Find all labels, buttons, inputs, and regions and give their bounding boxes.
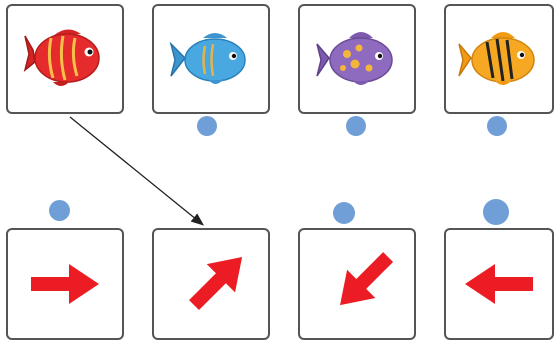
arrow-right-icon xyxy=(25,254,105,314)
fish-card-1[interactable] xyxy=(6,4,124,114)
fish-card-3[interactable] xyxy=(298,4,416,114)
orange-striped-fish-icon xyxy=(457,24,541,94)
fish-4-dot[interactable] xyxy=(487,116,507,136)
arrow-card-2[interactable] xyxy=(152,228,270,340)
red-striped-fish-icon xyxy=(23,24,107,94)
fish-card-4[interactable] xyxy=(444,4,554,114)
connector-line-fish1-arrow2 xyxy=(69,116,205,226)
purple-spotted-fish-icon xyxy=(315,24,399,94)
arrow-1-dot[interactable] xyxy=(49,200,70,221)
arrow-down-left-icon xyxy=(317,244,397,324)
arrow-card-1[interactable] xyxy=(6,228,124,340)
arrow-card-3[interactable] xyxy=(298,228,416,340)
arrow-4-dot[interactable] xyxy=(483,199,509,225)
fish-card-2[interactable] xyxy=(152,4,270,114)
arrow-up-right-icon xyxy=(171,244,251,324)
fish-2-dot[interactable] xyxy=(197,116,217,136)
arrow-left-icon xyxy=(459,254,539,314)
blue-fish-icon xyxy=(169,24,253,94)
arrow-3-dot[interactable] xyxy=(333,202,355,224)
arrow-card-4[interactable] xyxy=(444,228,554,340)
fish-3-dot[interactable] xyxy=(346,116,366,136)
